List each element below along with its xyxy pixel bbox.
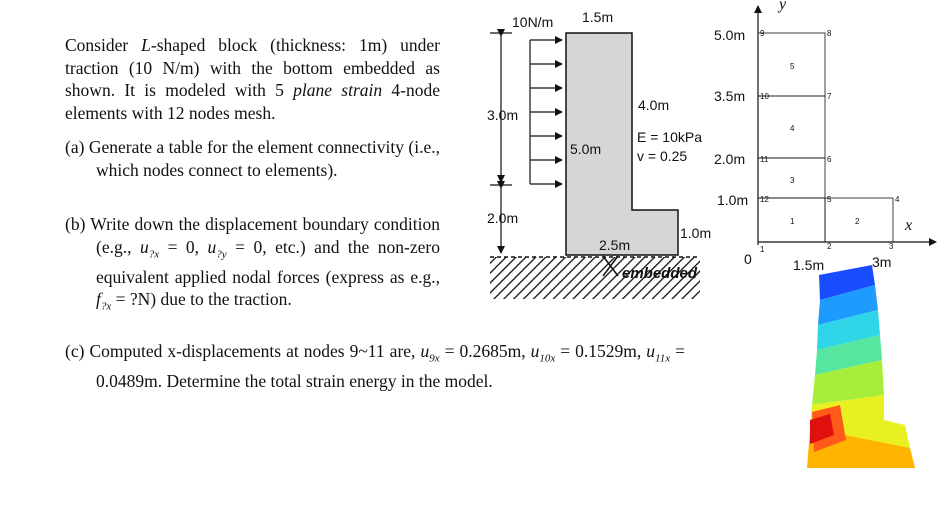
node-label-8: 8 bbox=[827, 29, 832, 38]
node-label-3: 3 bbox=[889, 242, 894, 251]
part-a: (a) Generate a table for the element con… bbox=[65, 137, 440, 180]
part-b: (b) Write down the displacement boundary… bbox=[65, 214, 440, 313]
height-lower-label: 2.0m bbox=[487, 210, 519, 226]
contour-band-4 bbox=[812, 360, 884, 405]
mesh-element-labels: 1 2 3 4 5 bbox=[790, 62, 860, 226]
node-label-6: 6 bbox=[827, 155, 832, 164]
element-label-1: 1 bbox=[790, 217, 795, 226]
inner-height-4-label: 4.0m bbox=[638, 97, 670, 113]
embedded-label: embedded bbox=[622, 265, 698, 282]
x-tick-3m: 3m bbox=[872, 254, 892, 270]
contour-band-8 bbox=[810, 414, 834, 444]
node-label-9: 9 bbox=[760, 29, 765, 38]
element-label-5: 5 bbox=[790, 62, 795, 71]
part-c: (c) Computed x-displacements at nodes 9~… bbox=[65, 341, 685, 391]
node-label-7: 7 bbox=[827, 92, 832, 101]
y-tick-1m: 1.0m bbox=[717, 192, 749, 208]
inner-height-5-label: 5.0m bbox=[570, 141, 602, 157]
problem-intro: Consider L-shaped block (thickness: 1m) … bbox=[65, 35, 440, 123]
y-tick-2m: 2.0m bbox=[714, 151, 746, 167]
height-upper-label: 3.0m bbox=[487, 107, 519, 123]
y-axis-label: y bbox=[779, 0, 787, 13]
x-axis-label: x bbox=[905, 217, 913, 234]
mesh-element-2 bbox=[824, 197, 894, 243]
x-tick-1-5m: 1.5m bbox=[793, 257, 825, 273]
contour-band-1 bbox=[818, 285, 878, 325]
traction-label: 10N/m bbox=[512, 14, 554, 30]
element-label-3: 3 bbox=[790, 176, 795, 185]
l-shaped-block bbox=[565, 32, 679, 256]
figure2-mesh bbox=[754, 5, 937, 246]
displacement-contour-plot bbox=[807, 265, 915, 468]
node-label-10: 10 bbox=[760, 92, 769, 101]
y-tick-0: 0 bbox=[744, 251, 752, 267]
material-e-label: E = 10kPa bbox=[637, 129, 702, 145]
contour-band-3 bbox=[815, 335, 882, 375]
node-label-11: 11 bbox=[760, 155, 769, 164]
node-label-12: 12 bbox=[760, 195, 769, 204]
node-label-4: 4 bbox=[895, 195, 900, 204]
embedded-ground-hatch bbox=[490, 257, 700, 299]
figure1-l-block bbox=[490, 29, 700, 299]
node-label-1: 1 bbox=[760, 245, 765, 254]
step-height-label: 1.0m bbox=[680, 225, 712, 241]
element-label-4: 4 bbox=[790, 124, 795, 133]
material-nu-label: v = 0.25 bbox=[637, 148, 688, 164]
height-dimension-lines bbox=[490, 29, 512, 254]
contour-band-0 bbox=[819, 265, 875, 300]
mesh-node-labels: 1 2 3 4 5 6 7 8 9 10 11 12 bbox=[760, 29, 900, 254]
y-tick-5m: 5.0m bbox=[714, 27, 746, 43]
element-label-2: 2 bbox=[855, 217, 860, 226]
y-tick-3-5m: 3.5m bbox=[714, 88, 746, 104]
node-label-2: 2 bbox=[827, 242, 832, 251]
traction-load-arrows bbox=[529, 36, 563, 188]
node-label-5: 5 bbox=[827, 195, 832, 204]
contour-band-2 bbox=[817, 310, 880, 350]
bottom-width-label: 2.5m bbox=[599, 237, 631, 253]
top-width-label: 1.5m bbox=[582, 9, 614, 25]
